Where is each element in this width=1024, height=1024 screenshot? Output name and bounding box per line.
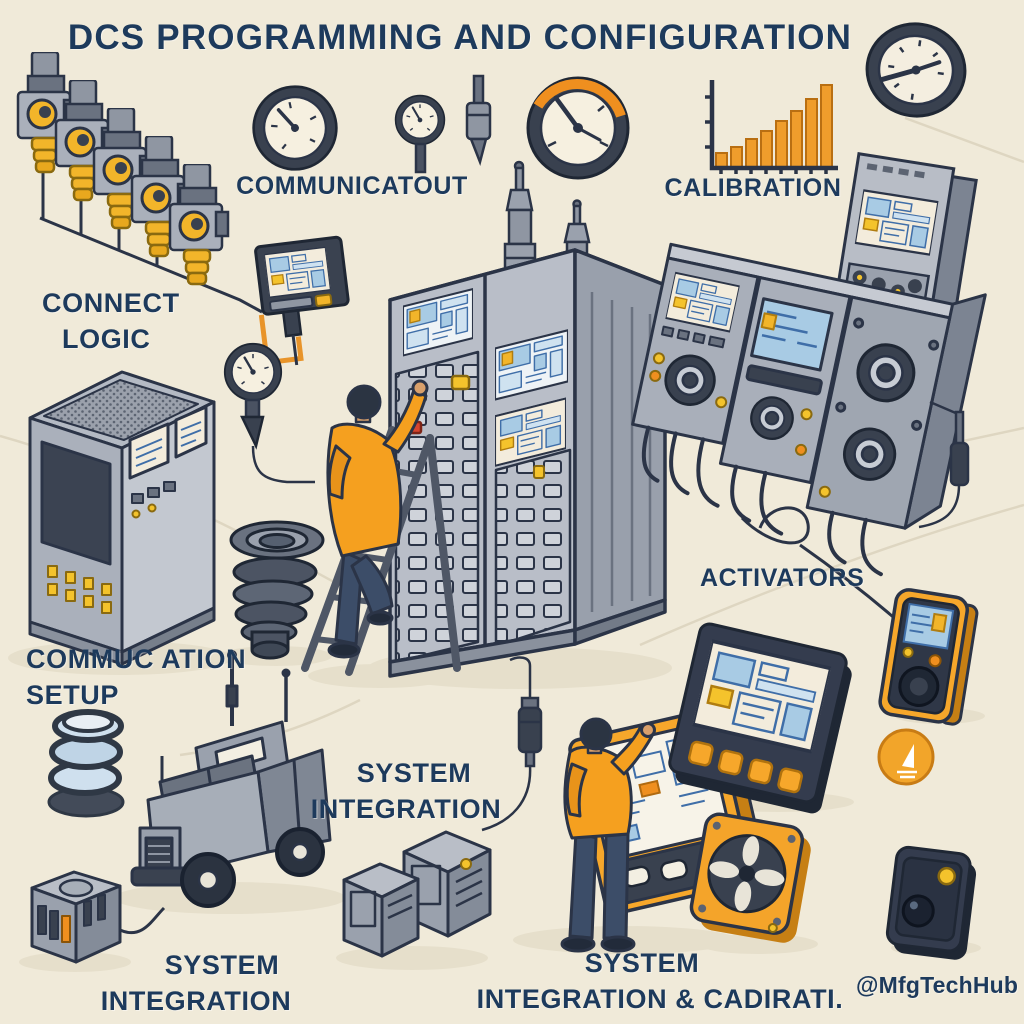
transmitter-icon: [254, 235, 350, 366]
dark-hmi-tablet-icon: [668, 622, 852, 814]
label-system-integration-left-line1: SYSTEM: [164, 950, 280, 980]
service-truck-icon: [130, 650, 332, 908]
orange-handheld-icon: [878, 588, 979, 726]
pressure-gauge-small-icon: [394, 94, 446, 174]
label-connect-logic-line1: CONNECT: [42, 288, 180, 318]
pressure-gauge-large-icon: [244, 77, 346, 179]
label-calibration: CALIBRATION: [664, 174, 842, 202]
activator-panel-bank-icon: [631, 242, 987, 577]
camera-device-icon: [885, 845, 977, 960]
plc-box-icon: [30, 870, 122, 964]
label-system-integration-left-line2: INTEGRATION: [100, 986, 292, 1016]
pointer-badge-icon: [877, 728, 935, 786]
label-system-integration-center-line2: INTEGRATION: [310, 794, 502, 824]
plc-truck-wire: [119, 906, 166, 934]
gauge-orange-arc-icon: [526, 76, 630, 180]
dcs-cabinet-pair-center-icon: [388, 248, 667, 678]
technician-at-panel-icon: [560, 717, 656, 953]
hanging-probe-right-icon: [918, 400, 970, 529]
coil-spring-icon: [47, 709, 125, 818]
sensor-probe-icon: [465, 74, 492, 167]
equipment-crates-icon: [342, 830, 492, 958]
technician-on-ladder-icon: [326, 379, 429, 659]
gauge-on-stand-icon: [223, 342, 315, 484]
control-valve-row-icon: [16, 52, 263, 314]
label-system-integration-bottom-line2: INTEGRATION & CADIRATI.: [476, 984, 844, 1014]
watermark: @MfgTechHub: [856, 972, 1019, 998]
bar-chart-icon: [705, 80, 838, 174]
label-activators: ACTIVATORS: [700, 564, 865, 592]
wall-clock-icon: [865, 22, 967, 118]
label-system-integration-bottom-line1: SYSTEM: [584, 948, 700, 978]
label-commucation-setup-line1: COMMUC ATION: [26, 644, 247, 674]
label-connect-logic-line2: LOGIC: [62, 324, 151, 354]
label-communicatout: COMMUNICATOUT: [236, 172, 468, 200]
page-title: DCS PROGRAMMING AND CONFIGURATION: [67, 18, 853, 57]
label-system-integration-center-line1: SYSTEM: [356, 758, 472, 788]
label-commucation-setup-line2: SETUP: [26, 680, 120, 710]
fan-unit-icon: [689, 812, 811, 943]
hanging-probe-icon: [481, 656, 543, 832]
dcs-cabinet-pair-left-icon: [28, 370, 216, 666]
insulator-coil-icon: [229, 520, 325, 660]
